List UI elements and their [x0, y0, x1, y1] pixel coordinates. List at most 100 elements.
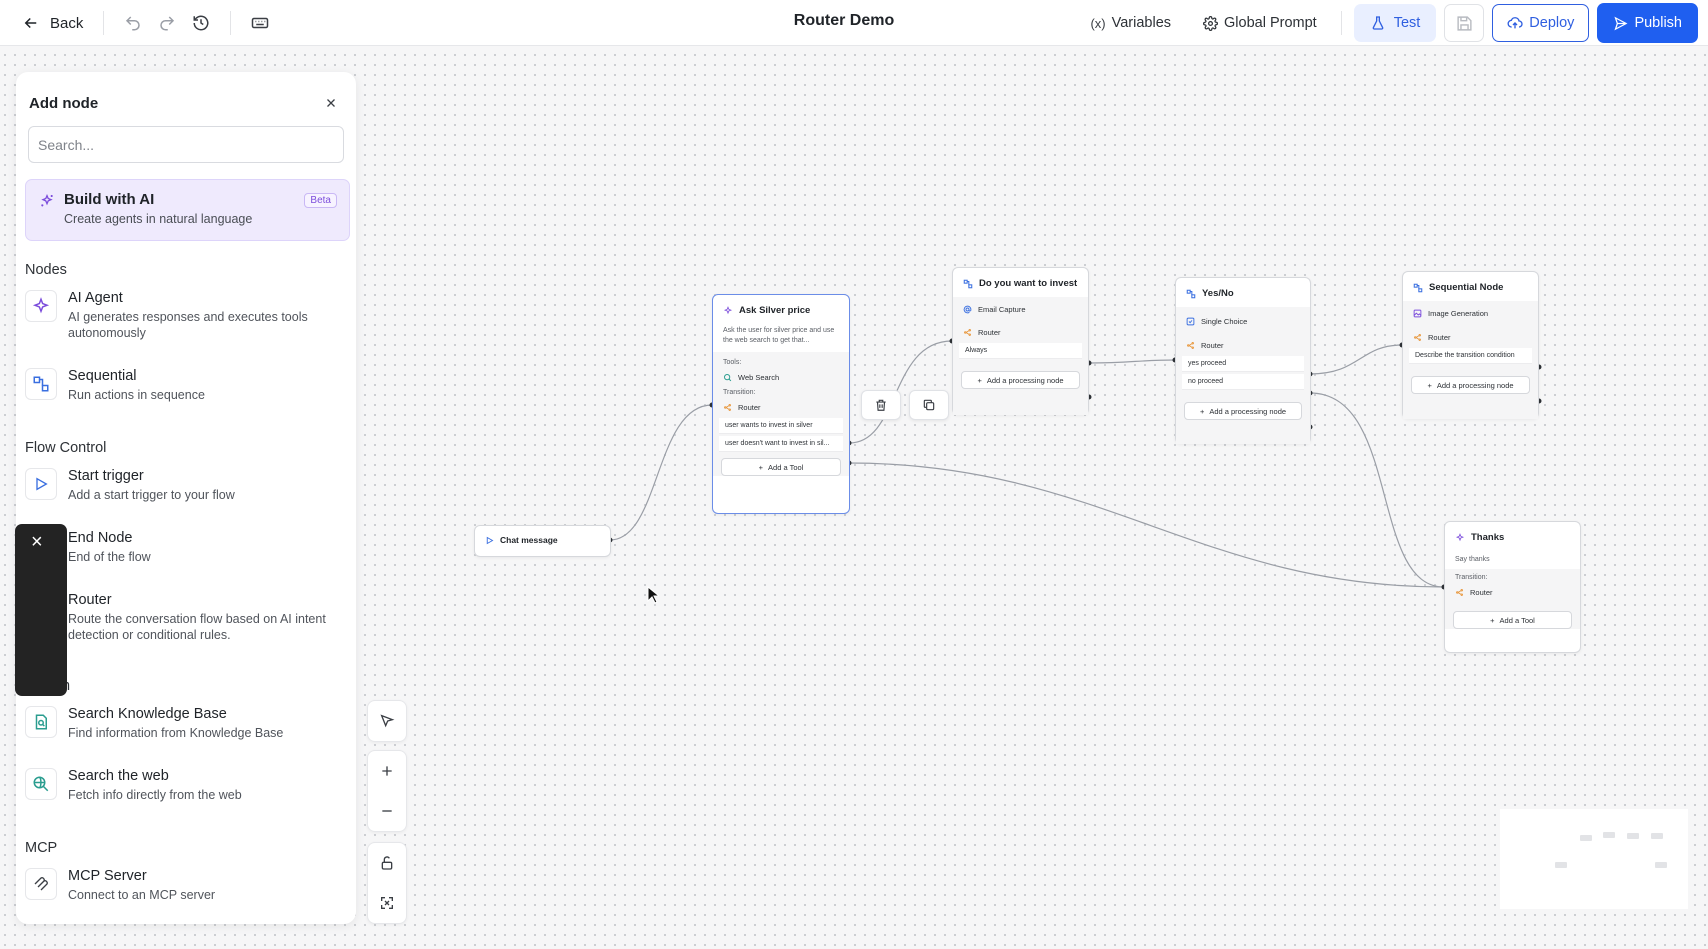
- add-tool-button[interactable]: + Add a Tool: [1453, 611, 1572, 629]
- redo-button[interactable]: [150, 6, 184, 40]
- minimap-node: [1655, 862, 1667, 868]
- node-item-desc: Add a start trigger to your flow: [68, 488, 235, 502]
- node-item-text: MCP Server Connect to an MCP server: [68, 868, 215, 903]
- zoom-out-button[interactable]: [368, 791, 406, 831]
- history-button[interactable]: [184, 6, 218, 40]
- node-header: Thanks: [1445, 522, 1580, 551]
- fit-view-button[interactable]: [368, 883, 406, 923]
- node-item-sequential[interactable]: Sequential Run actions in sequence: [25, 368, 345, 403]
- route-option[interactable]: Always: [959, 343, 1082, 359]
- node-body: Image Generation Router Describe the tra…: [1403, 301, 1538, 419]
- tool-row[interactable]: Web Search: [713, 369, 849, 386]
- router-icon: [1456, 589, 1463, 596]
- node-item-desc: Find information from Knowledge Base: [68, 726, 284, 740]
- node-item-search-knowledge-base[interactable]: Search Knowledge Base Find information f…: [25, 706, 345, 741]
- router-row[interactable]: Router: [1445, 584, 1580, 601]
- globe-search-icon: [33, 776, 49, 792]
- add-processing-node-button[interactable]: + Add a processing node: [1184, 402, 1302, 420]
- minimap[interactable]: [1500, 809, 1688, 909]
- node-item-text: Sequential Run actions in sequence: [68, 368, 205, 403]
- node-title: Yes/No: [1202, 288, 1234, 299]
- router-row[interactable]: Router: [1403, 329, 1538, 346]
- node-chat-message[interactable]: Chat message: [474, 525, 611, 557]
- router-label: Router: [1201, 341, 1224, 350]
- sparkle-icon: [723, 305, 733, 314]
- select-tool-group: [367, 700, 407, 742]
- section-mcp: MCP: [25, 840, 58, 856]
- node-item-desc: Route the conversation flow based on AI …: [68, 612, 326, 642]
- node-item-search-the-web[interactable]: Search the web Fetch info directly from …: [25, 768, 345, 803]
- node-header: Ask Silver price: [713, 295, 849, 322]
- node-item-router[interactable]: Router Route the conversation flow based…: [25, 592, 345, 643]
- ai-card-title: Build with AI: [64, 191, 155, 208]
- close-icon[interactable]: ×: [31, 531, 43, 553]
- route-option[interactable]: Describe the transition condition: [1409, 348, 1532, 364]
- edge-invest-to-yesno: [1088, 359, 1176, 364]
- router-row[interactable]: Router: [953, 324, 1088, 341]
- route-option[interactable]: user doesn't want to invest in sil...: [719, 436, 843, 452]
- delete-node-button[interactable]: [861, 390, 901, 420]
- divider: [230, 11, 232, 35]
- close-panel-button[interactable]: [320, 92, 342, 114]
- node-thanks[interactable]: Thanks Say thanks Transition: Router + A…: [1444, 521, 1581, 653]
- dark-overlay-tooltip[interactable]: ×: [15, 524, 67, 696]
- node-item-name: Sequential: [68, 368, 137, 384]
- zoom-group: [367, 750, 407, 832]
- panel-title: Add node: [29, 94, 99, 112]
- route-option[interactable]: user wants to invest in silver: [719, 418, 843, 434]
- route-option[interactable]: no proceed: [1182, 374, 1304, 390]
- minimap-node: [1627, 833, 1639, 839]
- plus-icon: +: [758, 462, 764, 472]
- node-item-mcp-server[interactable]: MCP Server Connect to an MCP server: [25, 868, 345, 903]
- node-item-end-node[interactable]: End Node End of the flow: [25, 530, 345, 565]
- publish-button[interactable]: Publish: [1597, 3, 1698, 43]
- node-title: Ask Silver price: [739, 305, 811, 316]
- variables-button[interactable]: (x) Variables: [1078, 9, 1183, 37]
- node-sequential[interactable]: Sequential Node Image Generation Router …: [1402, 271, 1539, 419]
- pointer-tool-button[interactable]: [368, 701, 406, 741]
- router-label: Router: [1428, 333, 1451, 342]
- add-tool-button[interactable]: + Add a Tool: [721, 458, 841, 476]
- deploy-button[interactable]: Deploy: [1492, 4, 1590, 42]
- undo-button[interactable]: [116, 6, 150, 40]
- top-bar-right: (x) Variables Global Prompt Test Deploy …: [1078, 0, 1698, 46]
- zoom-in-button[interactable]: [368, 751, 406, 791]
- router-row[interactable]: Router: [1176, 337, 1310, 354]
- step-row[interactable]: Image Generation: [1403, 305, 1538, 322]
- router-row[interactable]: Router: [713, 399, 849, 416]
- top-bar-left: Back: [14, 0, 277, 46]
- lock-button[interactable]: [368, 843, 406, 883]
- route-option[interactable]: yes proceed: [1182, 356, 1304, 372]
- add-processing-node-button[interactable]: + Add a processing node: [1411, 376, 1530, 394]
- router-label: Router: [738, 403, 761, 412]
- node-ask-silver-price[interactable]: Ask Silver price Ask the user for silver…: [712, 294, 850, 514]
- node-item-ai-agent[interactable]: AI Agent AI generates responses and exec…: [25, 290, 345, 341]
- close-icon: [327, 99, 335, 107]
- test-button[interactable]: Test: [1353, 4, 1437, 42]
- divider: [103, 11, 105, 35]
- back-button[interactable]: Back: [14, 8, 91, 38]
- step-row[interactable]: Single Choice: [1176, 313, 1310, 330]
- node-header: Yes/No: [1176, 278, 1310, 307]
- variables-label: Variables: [1111, 15, 1172, 31]
- node-yes-no[interactable]: Yes/No Single Choice Router yes proceed …: [1175, 277, 1311, 444]
- global-prompt-button[interactable]: Global Prompt: [1191, 9, 1329, 37]
- node-header: Do you want to invest: [953, 268, 1088, 297]
- save-button[interactable]: [1444, 4, 1485, 42]
- search-field[interactable]: [28, 126, 344, 163]
- node-do-you-want-to-invest[interactable]: Do you want to invest Email Capture Rout…: [952, 267, 1089, 415]
- add-processing-node-button[interactable]: + Add a processing node: [961, 371, 1080, 389]
- node-item-desc: End of the flow: [68, 550, 151, 564]
- search-input[interactable]: [38, 136, 334, 153]
- image-icon: [1413, 309, 1422, 318]
- step-row[interactable]: Email Capture: [953, 301, 1088, 318]
- cursor-arrow-icon: [380, 714, 395, 728]
- build-with-ai-card[interactable]: Build with AI Create agents in natural l…: [25, 179, 350, 241]
- minimap-node: [1580, 835, 1592, 841]
- node-header: Sequential Node: [1403, 272, 1538, 301]
- sequential-icon: [33, 376, 49, 392]
- duplicate-node-button[interactable]: [909, 390, 949, 420]
- keyboard-shortcuts-button[interactable]: [243, 6, 277, 40]
- node-item-start-trigger[interactable]: Start trigger Add a start trigger to you…: [25, 468, 345, 503]
- document-search-icon: [35, 714, 47, 730]
